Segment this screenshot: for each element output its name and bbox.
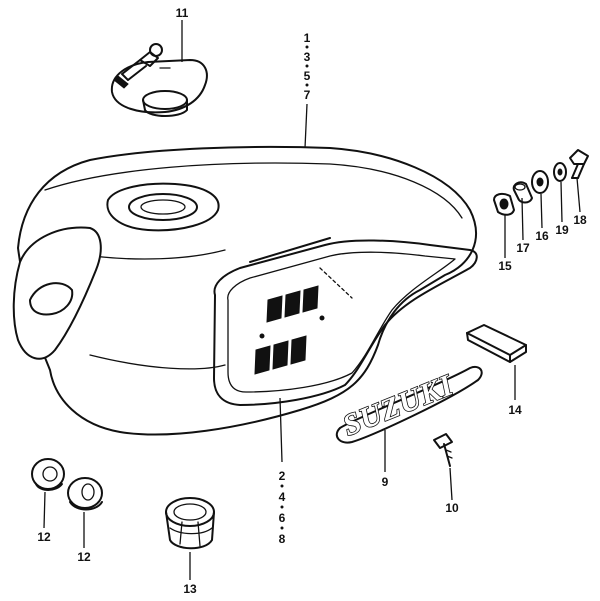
separator-dot (280, 484, 284, 488)
screw-10 (433, 433, 453, 467)
label-part-17: 17 (516, 241, 530, 255)
mounting-rubber-15 (493, 192, 515, 216)
knee-recess (12, 226, 102, 360)
label-part-11: 11 (176, 6, 189, 20)
grommet-13 (165, 497, 215, 550)
part-labels: 11 1 3 5 7 2 4 6 8 15 17 16 19 18 14 9 1… (37, 6, 587, 596)
separator-dot (280, 526, 284, 530)
label-part-19: 19 (555, 223, 569, 237)
filler-neck (106, 182, 220, 232)
bolt-18 (569, 149, 589, 179)
label-part-7: 7 (304, 88, 311, 102)
label-part-12-left: 12 (37, 530, 51, 544)
separator-dot (305, 64, 309, 68)
washer-19 (553, 162, 567, 182)
label-part-1: 1 (304, 31, 311, 45)
label-part-6: 6 (279, 511, 286, 525)
spacer-17 (512, 181, 533, 204)
leader-lines (43, 20, 581, 580)
cushion-pad-14 (466, 324, 527, 363)
label-part-3: 3 (304, 50, 311, 64)
washer-16 (531, 170, 549, 194)
label-part-16: 16 (535, 229, 549, 243)
emblem-lettering: SUZUKI (338, 368, 458, 442)
label-part-18: 18 (573, 213, 587, 227)
separator-dot (280, 505, 284, 509)
fuel-cap-with-key (110, 43, 208, 117)
grommet-12a (31, 458, 65, 491)
tank-side-panel (213, 237, 478, 406)
label-part-12-right: 12 (77, 550, 91, 564)
label-part-4: 4 (279, 490, 286, 504)
label-part-9: 9 (382, 475, 389, 489)
label-part-15: 15 (498, 259, 512, 273)
separator-dot (305, 83, 309, 87)
label-part-10: 10 (445, 501, 459, 515)
label-part-14: 14 (508, 403, 522, 417)
label-part-8: 8 (279, 532, 286, 546)
label-part-2: 2 (279, 469, 286, 483)
label-part-13: 13 (183, 582, 197, 596)
separator-dot (305, 45, 309, 49)
grommet-12b (67, 477, 103, 511)
label-part-5: 5 (304, 69, 311, 83)
